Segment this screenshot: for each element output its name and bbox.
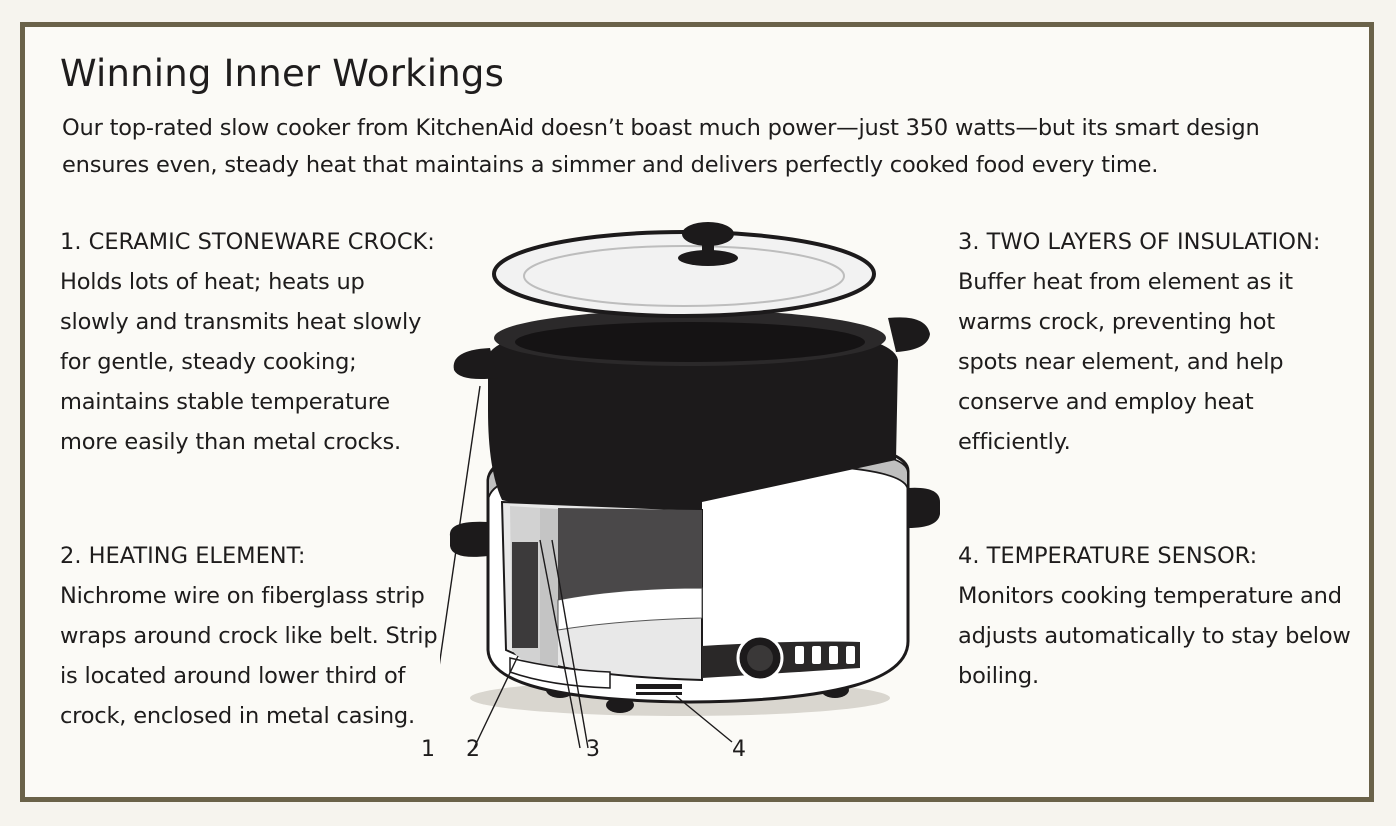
feature-ceramic-crock: 1. CERAMIC STONEWARE CROCK: Holds lots o… xyxy=(60,222,440,462)
leader-line-2 xyxy=(473,655,519,749)
feature-heading: 1. CERAMIC STONEWARE CROCK: xyxy=(60,229,435,255)
lid-highlight xyxy=(523,245,845,307)
leader-line-4 xyxy=(675,695,733,743)
indicator-light xyxy=(812,646,821,664)
feature-insulation: 3. TWO LAYERS OF INSULATION: Buffer heat… xyxy=(958,222,1338,462)
leader-line-1 xyxy=(440,385,481,665)
leader-line-3b xyxy=(551,539,589,749)
heating-element-strip xyxy=(512,542,538,648)
page-title: Winning Inner Workings xyxy=(60,52,505,95)
temperature-sensor-bar xyxy=(636,692,682,695)
indicator-light xyxy=(795,646,804,664)
casing-handle-right xyxy=(908,487,940,528)
temperature-sensor xyxy=(636,684,682,689)
element-casing-strip xyxy=(509,657,611,689)
crock-base xyxy=(557,587,703,631)
callout-label-1: 1 xyxy=(421,737,435,762)
feature-heading: 3. TWO LAYERS OF INSULATION: xyxy=(958,229,1321,255)
control-dial-center xyxy=(747,645,773,671)
lid-knob-base xyxy=(678,250,738,266)
lid-knob xyxy=(682,222,734,246)
crock-handle-right xyxy=(888,317,930,352)
feature-text: Monitors cooking temperature and adjusts… xyxy=(958,583,1351,689)
feature-text: Holds lots of heat; heats up slowly and … xyxy=(60,269,422,455)
crock-handle-left xyxy=(453,348,498,379)
indicator-light xyxy=(829,646,838,664)
crock-interior xyxy=(515,322,865,362)
slow-cooker-illustration xyxy=(440,222,940,749)
feature-heading: 2. HEATING ELEMENT: xyxy=(60,543,306,569)
feature-heading: 4. TEMPERATURE SENSOR: xyxy=(958,543,1258,569)
callout-label-4: 4 xyxy=(732,737,746,762)
crock-wall-section xyxy=(558,508,702,600)
feature-text: Nichrome wire on fiberglass strip wraps … xyxy=(60,583,438,729)
glass-lid xyxy=(492,230,876,318)
intro-paragraph: Our top-rated slow cooker from KitchenAi… xyxy=(62,115,1260,178)
leader-line-3a xyxy=(539,539,581,749)
feature-heating-element: 2. HEATING ELEMENT: Nichrome wire on fib… xyxy=(60,536,440,736)
callout-label-3: 3 xyxy=(586,737,600,762)
indicator-light xyxy=(846,646,855,664)
feature-temperature-sensor: 4. TEMPERATURE SENSOR: Monitors cooking … xyxy=(958,536,1358,696)
callout-label-2: 2 xyxy=(466,737,480,762)
ceramic-crock xyxy=(487,322,898,510)
feature-text: Buffer heat from element as it warms cro… xyxy=(958,269,1293,455)
